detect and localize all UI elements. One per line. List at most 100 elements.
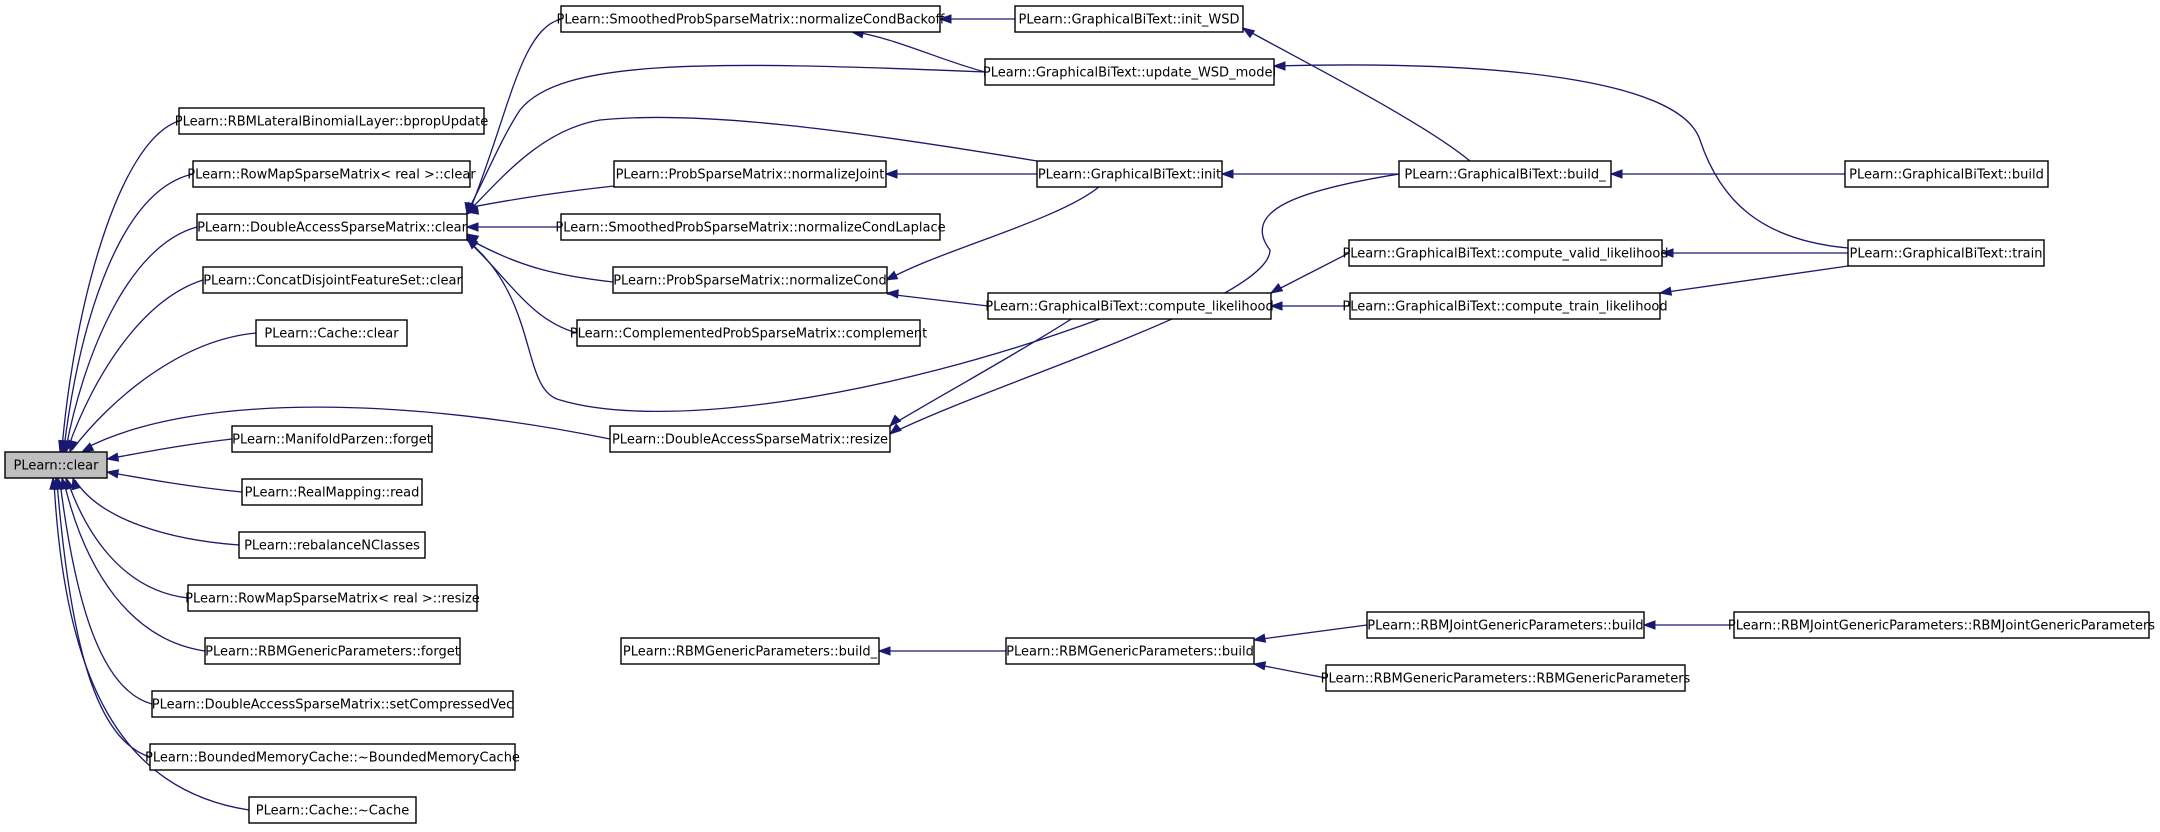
node-box [620, 637, 880, 665]
graph-node[interactable]: PLearn::ProbSparseMatrix::normalizeCond [612, 266, 888, 294]
graph-node[interactable]: PLearn::Cache::~Cache [248, 796, 417, 824]
graph-node[interactable]: PLearn::GraphicalBiText::compute_train_l… [1342, 292, 1668, 320]
graph-node[interactable]: PLearn::GraphicalBiText::build [1844, 160, 2049, 188]
arrowhead-icon [80, 442, 95, 453]
graph-node[interactable]: PLearn::DoubleAccessSparseMatrix::clear [196, 213, 468, 241]
arrowhead-icon [885, 289, 899, 299]
node-label: PLearn::RBMGenericParameters::RBMGeneric… [1321, 672, 1691, 687]
graph-node[interactable]: PLearn::BoundedMemoryCache::~BoundedMemo… [145, 743, 520, 771]
graph-node[interactable]: PLearn::ComplementedProbSparseMatrix::co… [570, 319, 928, 347]
graph-node[interactable]: PLearn::RBMGenericParameters::forget [204, 637, 461, 665]
graph-node[interactable]: PLearn::RealMapping::read [241, 478, 423, 506]
node-box [187, 584, 478, 612]
arrowhead-icon [1220, 169, 1234, 179]
graph-node[interactable]: PLearn::rebalanceNClasses [238, 531, 426, 559]
node-label: PLearn::Cache::~Cache [256, 804, 409, 819]
graph-node[interactable]: PLearn::GraphicalBiText::update_WSD_mode… [983, 58, 1276, 86]
graph-node[interactable]: PLearn::DoubleAccessSparseMatrix::resize [609, 425, 891, 453]
graph-node[interactable]: PLearn::GraphicalBiText::init [1036, 160, 1223, 188]
node-label: PLearn::GraphicalBiText::build [1849, 168, 2044, 183]
graph-node[interactable]: PLearn::GraphicalBiText::init_WSD [1014, 5, 1244, 33]
node-label: PLearn::RBMLateralBinomialLayer::bpropUp… [175, 115, 489, 130]
graph-node[interactable]: PLearn::GraphicalBiText::build_ [1398, 160, 1612, 188]
node-label: PLearn::DoubleAccessSparseMatrix::clear [197, 221, 468, 236]
node-box [149, 743, 516, 771]
node-box [1844, 160, 2049, 188]
node-box [1014, 5, 1244, 33]
arrowhead-icon [1658, 286, 1673, 296]
node-box [202, 266, 463, 294]
root-node[interactable]: PLearn::clear [4, 451, 108, 479]
edge-line [106, 438, 233, 460]
edge-line [1253, 624, 1368, 641]
graph-node[interactable]: PLearn::GraphicalBiText::compute_likelih… [985, 292, 1274, 320]
node-box [231, 425, 433, 453]
graph-node[interactable]: PLearn::DoubleAccessSparseMatrix::setCom… [151, 690, 514, 718]
node-label: PLearn::Cache::clear [264, 327, 399, 342]
edge-line [67, 279, 204, 449]
call-edge [465, 233, 614, 283]
arrowhead-icon [1660, 248, 1674, 258]
edge-line [466, 237, 614, 283]
graph-node[interactable]: PLearn::RBMGenericParameters::build [1005, 637, 1255, 665]
arrowhead-icon [888, 423, 902, 435]
node-box [613, 160, 887, 188]
graph-node[interactable]: PLearn::ProbSparseMatrix::normalizeJoint [613, 160, 887, 188]
graph-node[interactable]: PLearn::GraphicalBiText::train [1847, 239, 2045, 267]
edge-line [855, 31, 986, 73]
arrowhead-icon [465, 222, 479, 232]
call-edge [466, 234, 578, 334]
call-edge [466, 64, 986, 216]
node-box [1036, 160, 1223, 188]
node-label: PLearn::RealMapping::read [245, 486, 420, 501]
call-edge [850, 29, 986, 73]
call-edge [60, 173, 194, 454]
node-label: PLearn::RBMGenericParameters::forget [205, 645, 460, 660]
node-box [241, 478, 423, 506]
node-box [609, 425, 891, 453]
node-label: PLearn::RBMJointGenericParameters::build [1367, 619, 1643, 634]
graph-node[interactable]: PLearn::ConcatDisjointFeatureSet::clear [202, 266, 463, 294]
arrowhead-icon [877, 646, 891, 656]
graph-node[interactable]: PLearn::RBMLateralBinomialLayer::bpropUp… [175, 107, 489, 135]
call-edge [884, 185, 1101, 281]
edge-line [67, 481, 189, 599]
graph-node[interactable]: PLearn::RowMapSparseMatrix< real >::clea… [187, 160, 476, 188]
node-box [1847, 239, 2045, 267]
graph-node[interactable]: PLearn::RBMJointGenericParameters::RBMJo… [1728, 611, 2155, 639]
graph-node[interactable]: PLearn::RBMGenericParameters::build_ [620, 637, 880, 665]
edge-line [466, 64, 986, 213]
node-box [560, 213, 941, 241]
node-label: PLearn::GraphicalBiText::build_ [1404, 168, 1606, 183]
node-box [178, 107, 485, 135]
graph-node[interactable]: PLearn::GraphicalBiText::compute_valid_l… [1342, 239, 1669, 267]
node-label: PLearn::RowMapSparseMatrix< real >::resi… [185, 592, 480, 607]
arrowhead-icon [465, 205, 480, 215]
node-box [204, 637, 461, 665]
node-box [1005, 637, 1255, 665]
edge-line [1270, 252, 1350, 294]
call-edge [1658, 265, 1849, 296]
edge-line [886, 293, 989, 307]
graph-node[interactable]: PLearn::ManifoldParzen::forget [231, 425, 433, 453]
call-edge [1269, 301, 1350, 311]
graph-node[interactable]: PLearn::SmoothedProbSparseMatrix::normal… [556, 5, 946, 33]
node-box [1398, 160, 1612, 188]
arrowhead-icon [1269, 283, 1284, 294]
edge-line [71, 332, 257, 451]
graph-node[interactable]: PLearn::Cache::clear [255, 319, 408, 347]
graph-node[interactable]: PLearn::RBMJointGenericParameters::build [1366, 611, 1645, 639]
graph-node[interactable]: PLearn::RBMGenericParameters::RBMGeneric… [1321, 664, 1691, 692]
arrowhead-icon [68, 439, 78, 454]
call-edge [465, 236, 1101, 413]
arrowhead-icon [888, 414, 902, 428]
graph-node[interactable]: PLearn::RowMapSparseMatrix< real >::resi… [185, 584, 480, 612]
node-box [984, 58, 1275, 86]
node-label: PLearn::ProbSparseMatrix::normalizeJoint [616, 168, 885, 183]
call-edge [71, 476, 240, 546]
arrowhead-icon [1252, 661, 1267, 671]
node-box [238, 531, 426, 559]
graph-node[interactable]: PLearn::SmoothedProbSparseMatrix::normal… [555, 213, 946, 241]
node-box [576, 319, 921, 347]
edge-line [466, 239, 578, 334]
